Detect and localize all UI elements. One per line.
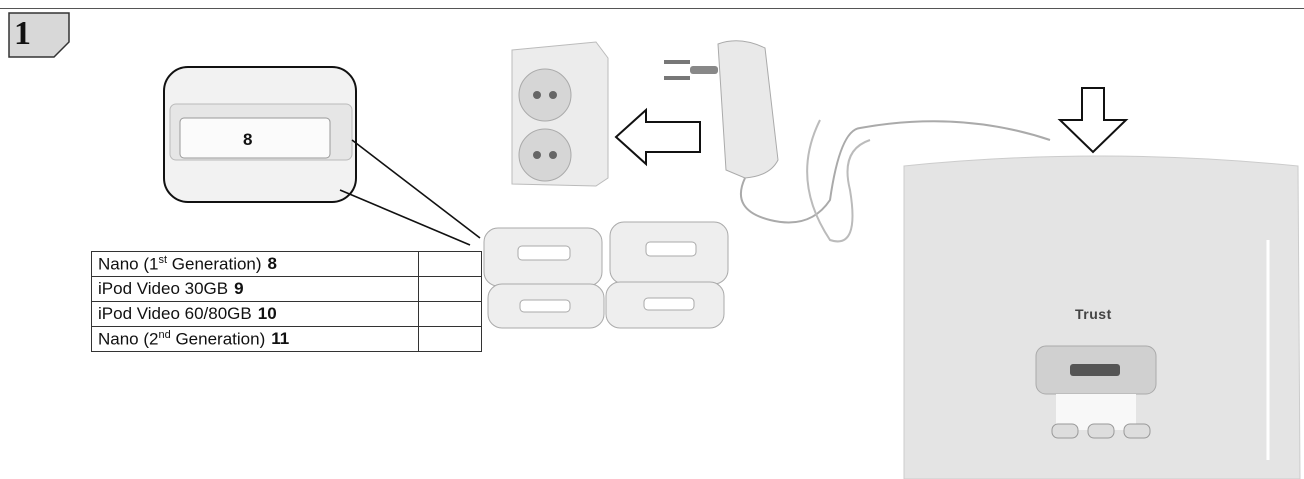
zoom-slot-label: 8 (243, 130, 253, 149)
speaker-dock (903, 155, 1301, 479)
step-badge-icon (8, 12, 70, 58)
dock-adapters (483, 221, 729, 329)
arrow-down-icon (1057, 87, 1129, 154)
arrow-left-icon (614, 107, 701, 167)
wall-socket (511, 41, 609, 187)
table-row: Nano (2nd Generation)11 (91, 326, 482, 352)
power-adapter (664, 40, 1051, 243)
brand-logo: Trust (1075, 306, 1112, 322)
top-rule (0, 8, 1304, 9)
table-row: Nano (1st Generation)8 (91, 251, 482, 277)
step-number: 1 (14, 15, 31, 52)
zoom-bubble (163, 66, 481, 246)
